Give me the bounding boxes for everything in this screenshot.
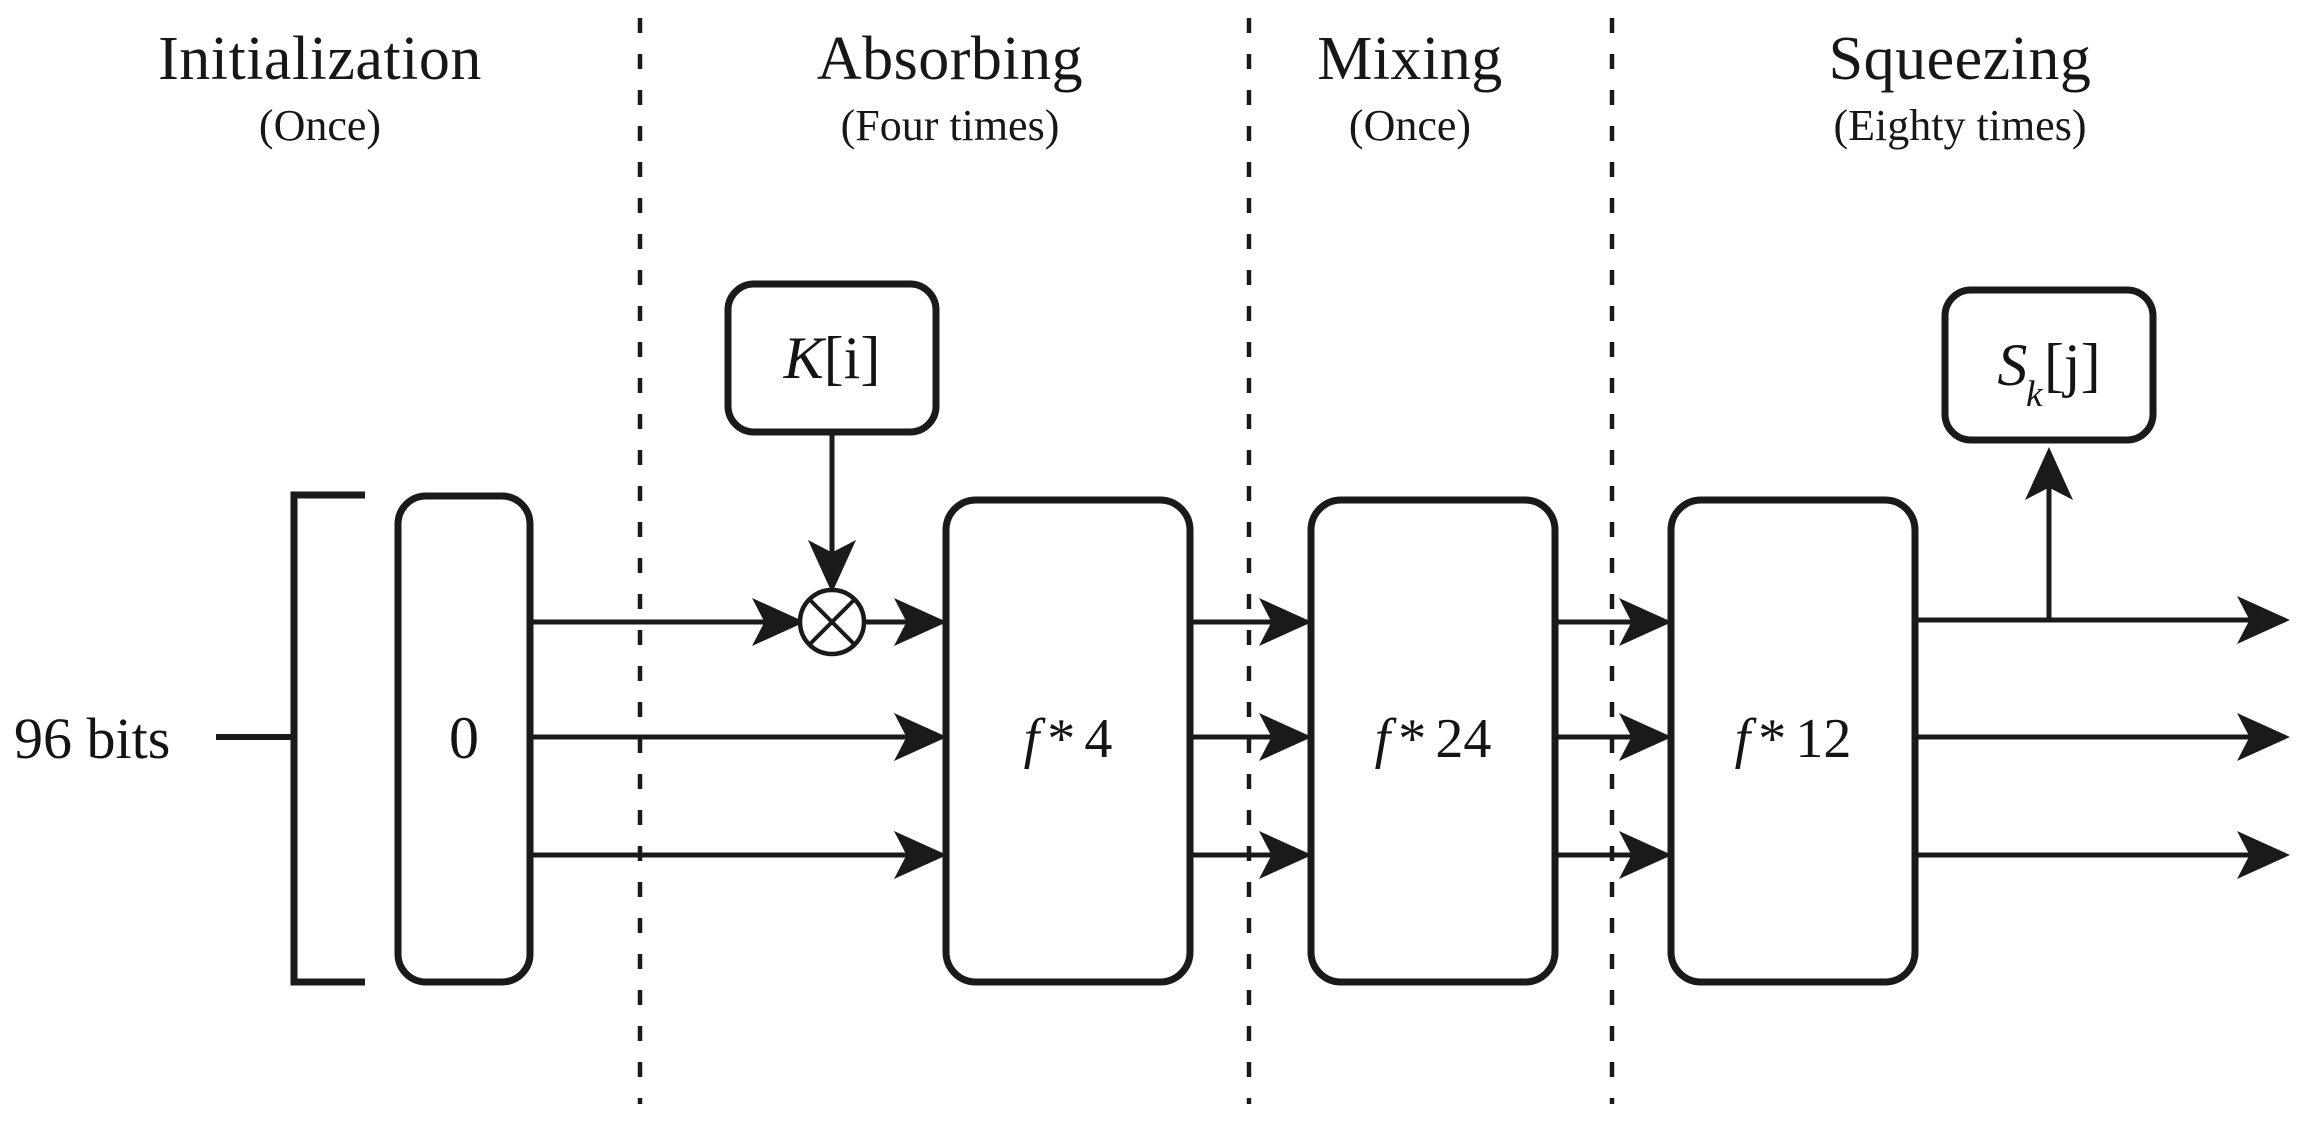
phase-title-mixing: Mixing: [1317, 25, 1503, 93]
squeeze-output-rails: [1915, 596, 2291, 880]
mix-box-label: f*24: [1311, 707, 1555, 771]
mix-operator: *: [1398, 708, 1428, 770]
output-box: [1941, 286, 2157, 444]
state-box-label: 0: [449, 705, 479, 771]
xor-circle: [797, 587, 867, 657]
absorb-rounds: 4: [1084, 708, 1113, 770]
state-to-absorb-rails: [530, 598, 948, 880]
mix-rounds: 24: [1435, 708, 1492, 770]
squeeze-operator: *: [1758, 708, 1788, 770]
absorb-box: [942, 496, 1194, 986]
key-index: [i]: [823, 325, 881, 391]
squeeze-box: [1667, 496, 1919, 986]
phase-subtitle-absorbing: (Four times): [840, 101, 1060, 150]
mix-function-symbol: f: [1374, 708, 1391, 770]
mix-box: [1307, 496, 1559, 986]
absorb-function-symbol: f: [1023, 708, 1040, 770]
output-symbol: S: [1997, 332, 2028, 398]
phase-subtitle-mixing: (Once): [1348, 101, 1472, 150]
mix-to-squeeze-rails: [1555, 598, 1673, 880]
phase-title-initialization: Initialization: [158, 25, 482, 93]
phase-title-absorbing: Absorbing: [816, 25, 1084, 93]
output-box-label: Sk[j]: [1945, 331, 2153, 415]
key-symbol: K: [783, 325, 824, 391]
output-index: [j]: [2043, 332, 2101, 398]
phase-subtitle-squeezing: (Eighty times): [1833, 101, 2087, 150]
input-bits-label: 96 bits: [14, 706, 171, 771]
key-box-label: K[i]: [728, 324, 936, 393]
absorb-to-mix-rails: [1190, 598, 1313, 880]
phase-header-absorbing: Absorbing (Four times): [690, 28, 1210, 148]
phase-separators: [637, 18, 1615, 1104]
squeeze-box-label: f*12: [1671, 707, 1915, 771]
phase-title-squeezing: Squeezing: [1828, 25, 2092, 93]
phase-header-initialization: Initialization (Once): [60, 28, 580, 148]
absorb-box-label: f*4: [946, 707, 1190, 771]
state-bracket: [290, 491, 365, 986]
squeeze-rounds: 12: [1795, 708, 1852, 770]
phase-header-mixing: Mixing (Once): [1200, 28, 1620, 148]
absorb-operator: *: [1047, 708, 1077, 770]
output-subscript: k: [2025, 374, 2043, 416]
phase-subtitle-initialization: (Once): [258, 101, 382, 150]
phase-header-squeezing: Squeezing (Eighty times): [1680, 28, 2240, 148]
squeeze-function-symbol: f: [1734, 708, 1751, 770]
